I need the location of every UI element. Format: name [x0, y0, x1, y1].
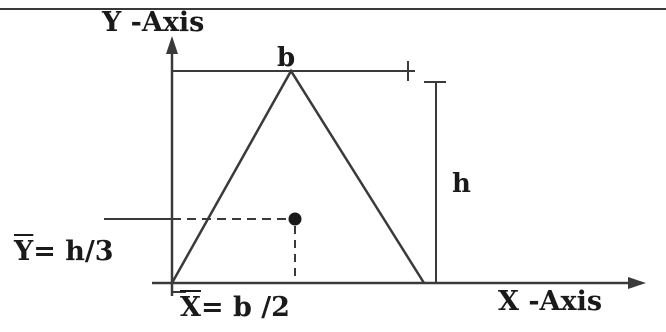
- y-bar-formula: Y= h/3: [14, 238, 114, 265]
- y-axis-label: Y -Axis: [102, 7, 205, 38]
- x-bar-symbol: X: [180, 292, 201, 323]
- x-bar-formula: X= b /2: [180, 294, 290, 321]
- y-bar-symbol: Y: [14, 236, 34, 267]
- triangle: [170, 68, 426, 284]
- x-axis-arrow: [628, 277, 646, 289]
- x-axis-label: X -Axis: [498, 286, 603, 317]
- y-bar-value: = h/3: [33, 236, 114, 267]
- y-axis-arrow: [166, 36, 178, 54]
- height-label: h: [452, 169, 471, 199]
- top-vertex-label: b: [277, 43, 296, 73]
- x-bar-value: = b /2: [200, 292, 290, 323]
- centroid-point: [288, 212, 302, 226]
